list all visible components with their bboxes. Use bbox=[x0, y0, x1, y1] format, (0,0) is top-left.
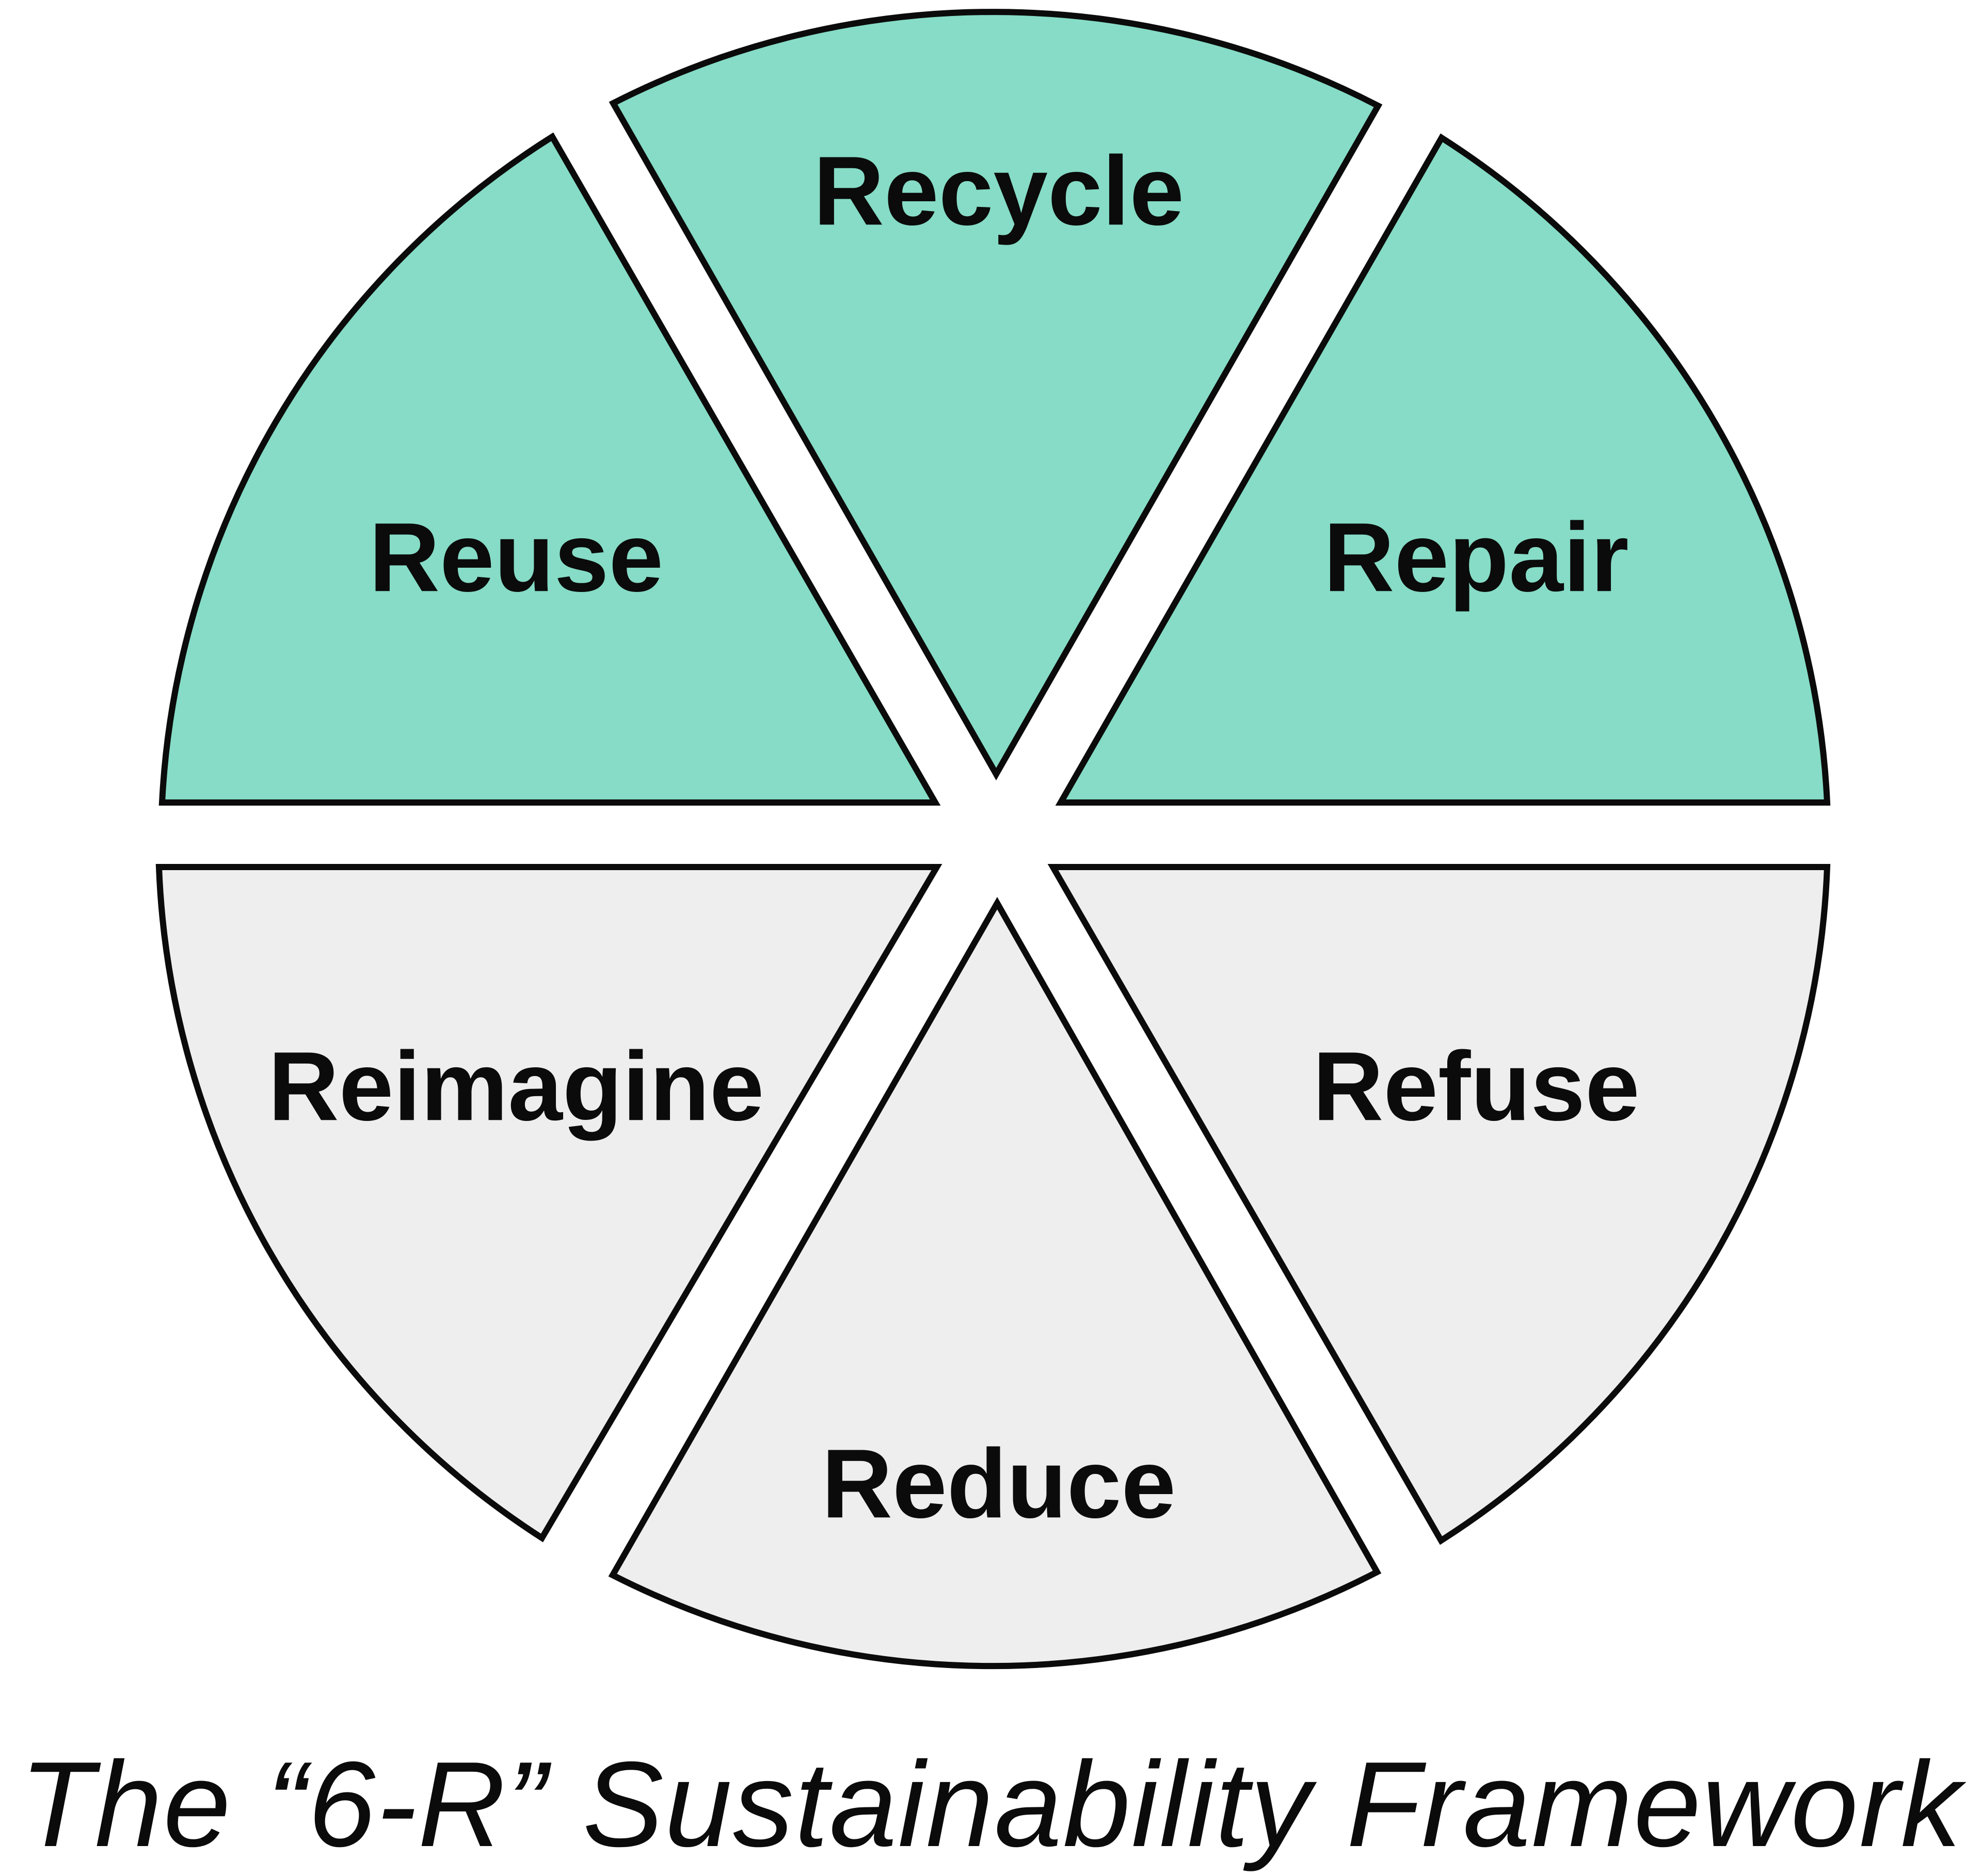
segment-reimagine bbox=[155, 864, 942, 1543]
diagram-caption: The “6-R” Sustainability Framework bbox=[20, 1736, 1962, 1872]
segment-recycle bbox=[609, 9, 1383, 781]
segment-repair bbox=[1055, 133, 1831, 806]
segment-label-recycle: Recycle bbox=[813, 136, 1184, 246]
segment-label-repair: Repair bbox=[1323, 503, 1628, 612]
segment-label-reduce: Reduce bbox=[822, 1429, 1176, 1538]
segment-reduce bbox=[608, 896, 1382, 1670]
segment-label-reimagine: Reimagine bbox=[268, 1032, 764, 1141]
segment-reuse bbox=[158, 132, 941, 806]
segment-label-refuse: Refuse bbox=[1313, 1032, 1640, 1141]
segment-label-reuse: Reuse bbox=[369, 503, 663, 612]
segment-refuse bbox=[1047, 864, 1831, 1545]
